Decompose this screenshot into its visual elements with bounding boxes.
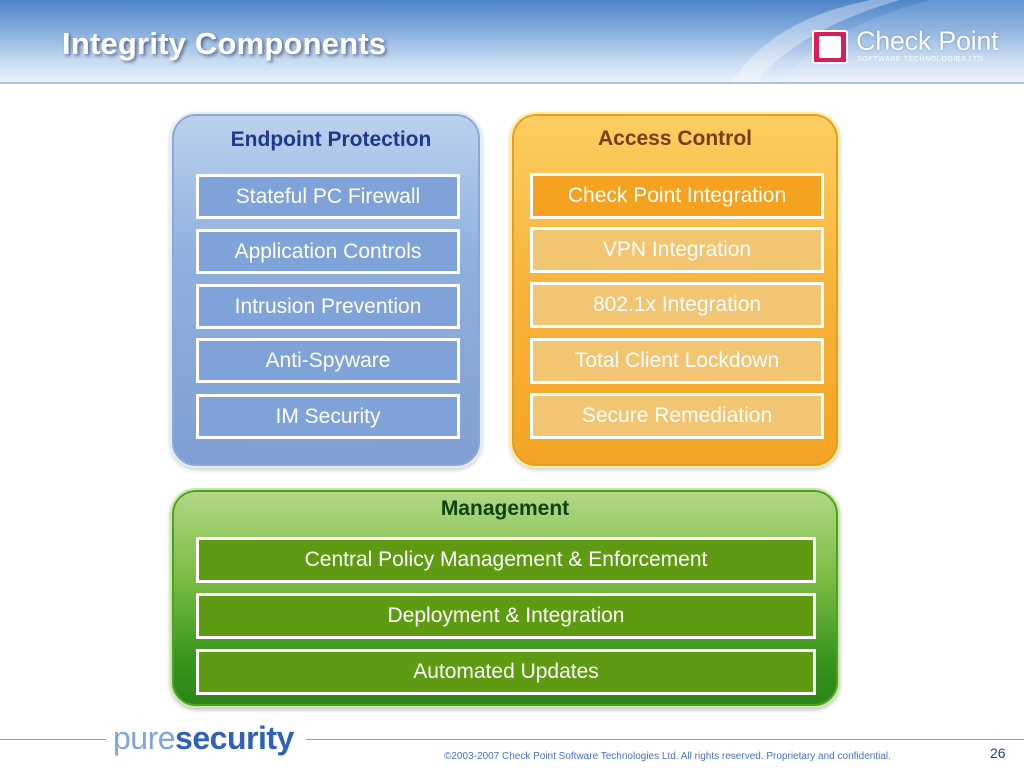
endpoint-item: Anti-Spyware [196, 338, 460, 383]
access-item: Total Client Lockdown [530, 338, 824, 384]
puresecurity-brand: puresecurity [113, 718, 294, 758]
endpoint-item: Application Controls [196, 229, 460, 274]
access-item: 802.1x Integration [530, 282, 824, 328]
check-point-logo: Check Point SOFTWARE TECHNOLOGIES LTD. [812, 26, 1012, 68]
endpoint-item: Intrusion Prevention [196, 284, 460, 329]
copyright-notice: ©2003-2007 Check Point Software Technolo… [444, 751, 891, 762]
management-panel: Management Central Policy Management & E… [170, 488, 840, 708]
footer-divider-right [306, 739, 1024, 740]
access-control-heading: Access Control [597, 127, 753, 150]
management-item: Deployment & Integration [196, 593, 816, 639]
endpoint-protection-panel: Endpoint Protection Stateful PC Firewall… [170, 112, 482, 468]
access-item: VPN Integration [530, 227, 824, 273]
endpoint-protection-heading: Endpoint Protection [230, 128, 432, 151]
header-bar: Integrity Components Check Point SOFTWAR… [0, 0, 1024, 84]
slide-title: Integrity Components [62, 26, 387, 61]
footer-divider-left [0, 739, 106, 740]
management-item: Automated Updates [196, 649, 816, 695]
management-heading: Management [440, 497, 570, 520]
access-control-panel: Access Control Check Point Integration V… [510, 112, 840, 468]
access-item: Secure Remediation [530, 393, 824, 439]
logo-subtitle: SOFTWARE TECHNOLOGIES LTD. [857, 56, 987, 63]
access-item: Check Point Integration [530, 173, 824, 219]
brand-security: security [175, 720, 294, 756]
endpoint-item: Stateful PC Firewall [196, 174, 460, 219]
management-item: Central Policy Management & Enforcement [196, 537, 816, 583]
logo-name: Check Point [856, 26, 999, 56]
brand-pure: pure [113, 720, 176, 756]
page-number: 26 [990, 745, 1006, 761]
logo-emblem-icon [812, 30, 848, 64]
endpoint-item: IM Security [196, 394, 460, 439]
